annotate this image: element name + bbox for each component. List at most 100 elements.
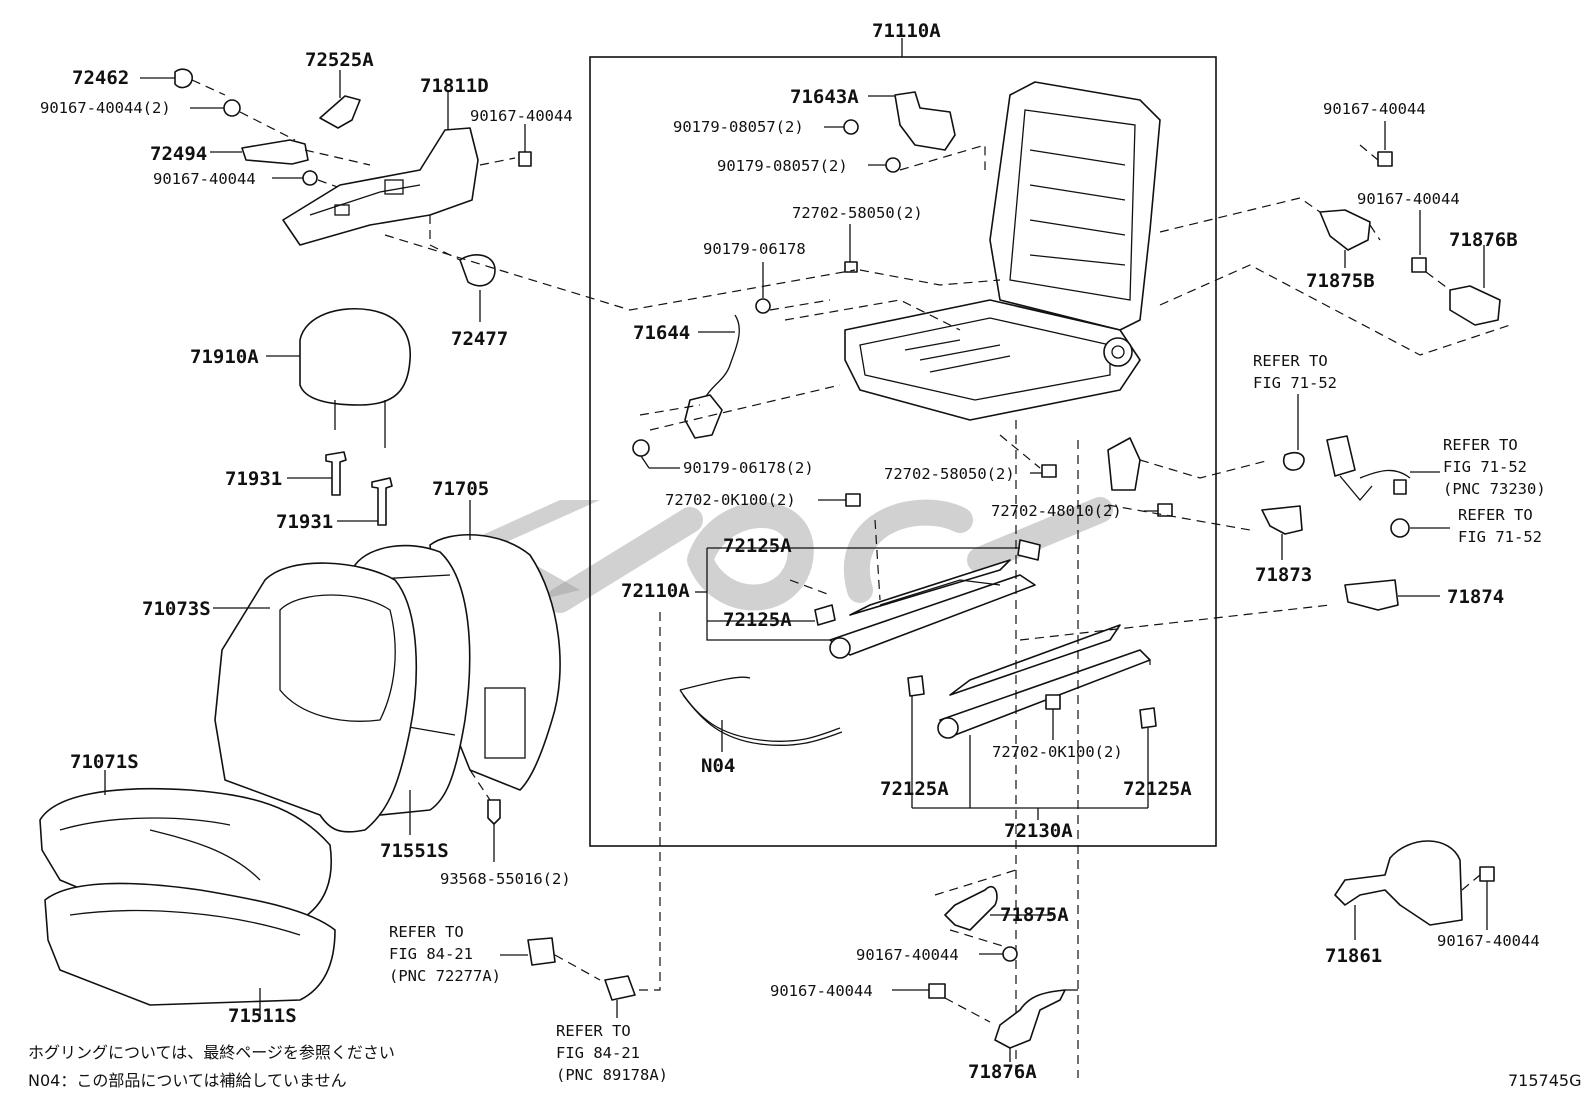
bolt-icon — [1479, 866, 1495, 882]
seat-frame-group-box — [589, 56, 1217, 847]
callout-71551S: 71551S — [380, 840, 449, 862]
cap-72477 — [459, 254, 496, 287]
refer-fig-71-52-b: REFER TO — [1443, 436, 1518, 454]
callout-71875A: 71875A — [1000, 904, 1069, 926]
callout-72130A: 72130A — [1004, 820, 1073, 842]
seat-pad-71511S — [44, 882, 336, 1006]
bolt-icon — [1045, 694, 1061, 710]
callout-71110A: 71110A — [872, 20, 941, 42]
bolt-icon — [1377, 151, 1393, 167]
connector-89178A — [604, 975, 636, 1001]
callout-71874: 71874 — [1447, 586, 1504, 608]
cover-71876B — [1449, 285, 1501, 326]
note-hog-ring: ホグリングについては、最終ページを参照ください — [28, 1043, 395, 1062]
bolt-icon — [844, 261, 858, 273]
recliner-bracket-71643A — [894, 91, 956, 151]
headrest-guide-71931a — [325, 451, 347, 496]
seat-frame-assembly — [844, 81, 1161, 421]
callout-71873: 71873 — [1255, 564, 1312, 586]
callout-72125A-c: 72125A — [880, 778, 949, 800]
callout-71073S: 71073S — [142, 598, 211, 620]
seatback-cover-71073S — [214, 562, 418, 833]
refer-fig-84-21-a: REFER TO — [389, 923, 464, 941]
headrest-guide-71931b — [371, 477, 393, 526]
callout-71931a: 71931 — [225, 468, 282, 490]
callout-90167-40044-r2: 90167-40044 — [1357, 190, 1460, 208]
callout-71644: 71644 — [633, 322, 690, 344]
callout-N04: N04 — [701, 755, 735, 777]
callout-71071S: 71071S — [70, 751, 139, 773]
seat-rail-72130A — [907, 624, 1157, 739]
callout-72702-58050-2b: 72702-58050(2) — [884, 465, 1015, 483]
nut-icon — [885, 157, 901, 173]
clip-93568 — [487, 799, 501, 825]
callout-90167-40044-2a: 90167-40044(2) — [40, 99, 171, 117]
bolt-icon — [1041, 464, 1057, 478]
callout-90167-40044-a: 90167-40044 — [470, 107, 573, 125]
bolt-icon — [302, 170, 318, 186]
refer-fig-84-21-b-pnc: (PNC 89178A) — [556, 1066, 668, 1084]
callout-72477: 72477 — [451, 328, 508, 350]
callout-71643A: 71643A — [790, 86, 859, 108]
callout-72702-58050-2a: 72702-58050(2) — [792, 204, 923, 222]
callout-71931b: 71931 — [276, 511, 333, 533]
nut-icon — [843, 119, 859, 135]
callout-71705: 71705 — [432, 478, 489, 500]
headrest-71910A — [299, 308, 411, 406]
note-N04: N04：この部品については補給していません — [28, 1071, 347, 1090]
refer-fig-84-21-b-fig: FIG 84-21 — [556, 1044, 640, 1062]
callout-90167-40044-b: 90167-40044 — [153, 170, 256, 188]
nut-icon — [632, 439, 650, 457]
figure-id: 715745G — [1508, 1071, 1581, 1090]
callout-90179-08057-2a: 90179-08057(2) — [673, 118, 804, 136]
lever-72494 — [241, 139, 309, 165]
callout-71876A: 71876A — [968, 1061, 1037, 1083]
callout-71876B: 71876B — [1449, 229, 1518, 251]
callout-90167-40044-c2: 90167-40044 — [770, 982, 873, 1000]
clip-72462 — [174, 68, 193, 89]
refer-fig-71-52-a: REFER TO — [1253, 352, 1328, 370]
bolt-icon — [845, 493, 861, 507]
callout-90179-06178: 90179-06178 — [703, 240, 806, 258]
refer-fig-84-21-a-pnc: (PNC 72277A) — [389, 967, 501, 985]
connector-icon — [1393, 479, 1407, 495]
cover-71861 — [1334, 840, 1463, 926]
side-shield-71811D — [282, 127, 479, 246]
cable-71644 — [704, 314, 740, 399]
bolt-icon — [1157, 503, 1173, 517]
callout-72125A-b: 72125A — [723, 609, 792, 631]
callout-72110A: 72110A — [621, 580, 690, 602]
refer-fig-84-21-b: REFER TO — [556, 1022, 631, 1040]
callout-72702-48010-2: 72702-48010(2) — [991, 502, 1122, 520]
callout-72462: 72462 — [72, 67, 129, 89]
callout-71861: 71861 — [1325, 945, 1382, 967]
seat-belt-bracket — [1107, 437, 1141, 491]
bracket-71874 — [1344, 579, 1399, 611]
cover-71875A — [944, 885, 998, 931]
refer-fig-71-52-b-pnc: (PNC 73230) — [1443, 480, 1546, 498]
callout-72702-0K100-2a: 72702-0K100(2) — [665, 491, 796, 509]
callout-90167-40044-c1: 90167-40044 — [856, 946, 959, 964]
callout-90179-06178-2: 90179-06178(2) — [683, 459, 814, 477]
wire-N04 — [679, 676, 841, 742]
knob-72525A — [319, 95, 361, 129]
callout-90167-40044-rb: 90167-40044 — [1437, 932, 1540, 950]
callout-71511S: 71511S — [228, 1005, 297, 1027]
callout-71875B: 71875B — [1306, 270, 1375, 292]
callout-71910A: 71910A — [190, 346, 259, 368]
callout-72702-0K100-2b: 72702-0K100(2) — [992, 743, 1123, 761]
callout-93568-55016-2: 93568-55016(2) — [440, 870, 571, 888]
bolt-icon — [1002, 946, 1018, 962]
refer-fig-84-21-a-fig: FIG 84-21 — [389, 945, 473, 963]
bolt-icon — [518, 151, 532, 167]
callout-72494: 72494 — [150, 143, 207, 165]
ring-icon — [1282, 451, 1305, 471]
callout-90179-08057-2b: 90179-08057(2) — [717, 157, 848, 175]
callout-72125A-a: 72125A — [723, 535, 792, 557]
refer-fig-71-52-b-fig: FIG 71-52 — [1443, 458, 1527, 476]
bolt-icon — [223, 99, 241, 117]
callout-71811D: 71811D — [420, 75, 489, 97]
callout-90167-40044-r1: 90167-40044 — [1323, 100, 1426, 118]
callout-72525A: 72525A — [305, 49, 374, 71]
